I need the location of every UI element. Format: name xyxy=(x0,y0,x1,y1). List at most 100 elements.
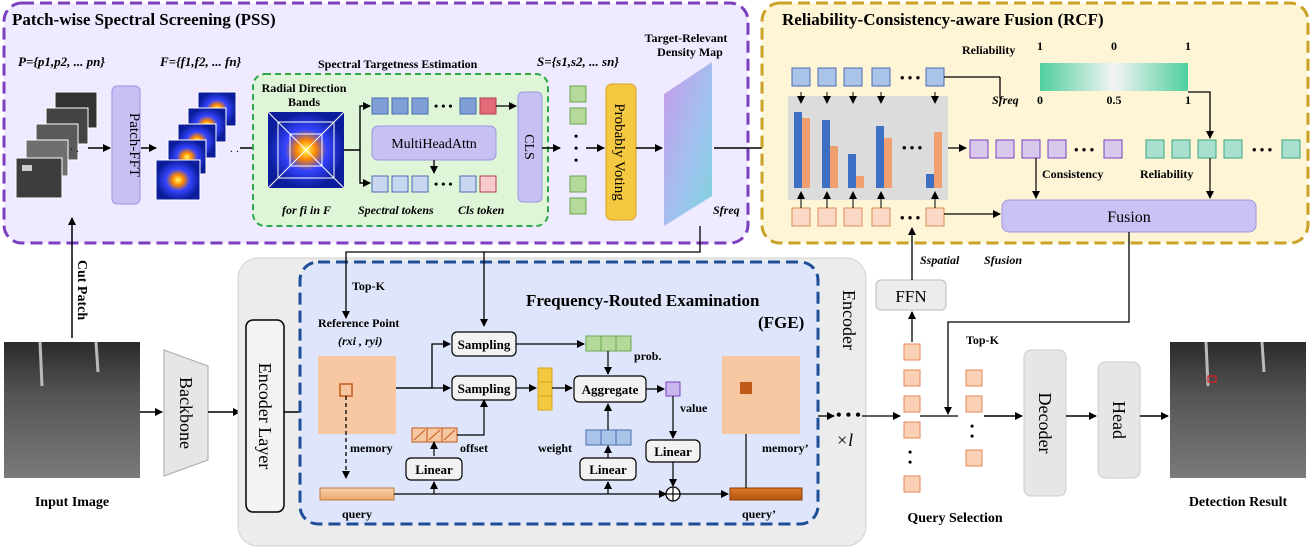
query-label: query xyxy=(342,507,372,521)
sfreq-tick-1: 1 xyxy=(1185,93,1191,107)
encoder-label: Encoder xyxy=(839,290,859,350)
selected-query-tokens: • • xyxy=(965,369,983,467)
repeat-dots: • • • xyxy=(836,407,861,424)
consistency-label: Consistency xyxy=(1042,167,1103,181)
arrow-fusion-to-topk xyxy=(944,232,1130,415)
weight-label: weight xyxy=(538,441,572,455)
attn-tokens-top: • • • xyxy=(371,97,497,115)
aggregate-label: Aggregate xyxy=(582,382,639,397)
cut-patch-label: Cut Patch xyxy=(74,260,89,320)
arrow-bands-to-tokens xyxy=(344,149,371,187)
fge-title: Frequency-Routed Examination xyxy=(526,291,760,310)
spectra-stack xyxy=(155,91,237,201)
rel-tick-1b: 1 xyxy=(1185,39,1191,53)
radial-bands-l1: Radial Direction xyxy=(262,81,347,95)
reliability-tokens: • • • xyxy=(1145,139,1301,159)
detection-box xyxy=(1207,375,1217,383)
f-set-label: F={f1,f2, ... fn} xyxy=(159,54,242,69)
offset-label: offset xyxy=(460,441,488,455)
arrow-pss-to-fge xyxy=(342,226,701,319)
ref-coords-label: (rxi , ryi) xyxy=(338,334,382,348)
svg-text:.: . xyxy=(76,141,79,155)
sfreq-tick-0: 0 xyxy=(1037,93,1043,107)
head-label: Head xyxy=(1109,401,1129,439)
svg-text:•: • xyxy=(908,445,912,459)
svg-text:•: • xyxy=(574,141,578,155)
svg-text:• • •: • • • xyxy=(1252,142,1273,157)
prob-label: prob. xyxy=(634,349,661,363)
p-set-label: P={p1,p2, ... pn} xyxy=(18,54,105,69)
svg-text:•: • xyxy=(970,419,974,433)
rcf-title: Reliability-Consistency-aware Fusion (RC… xyxy=(782,10,1104,29)
image-patches xyxy=(15,91,98,199)
encoder-layer-box xyxy=(245,319,285,513)
sampling-label-2: Sampling xyxy=(458,381,511,396)
value-token xyxy=(665,381,681,397)
cls-token-label: Cls token xyxy=(458,203,505,217)
decoder-box xyxy=(1023,349,1067,497)
topk-main: Top-K xyxy=(966,333,1000,347)
reliability-label-2: Reliability xyxy=(1140,167,1193,181)
prob-tokens xyxy=(585,335,632,352)
decoder-label: Decoder xyxy=(1035,393,1055,454)
s-spatial-label: Sspatial xyxy=(920,253,960,267)
input-image-label: Input Image xyxy=(35,495,109,510)
query-prime-label: query’ xyxy=(742,507,776,521)
ffn-label: FFN xyxy=(895,287,926,306)
linear-label-3: Linear xyxy=(654,444,692,459)
fusion-label: Fusion xyxy=(1107,209,1151,226)
linear-label-2: Linear xyxy=(589,462,627,477)
offset-tokens xyxy=(411,427,458,443)
sfreq-tick-05: 0.5 xyxy=(1107,93,1122,107)
value-label: value xyxy=(680,401,708,415)
s-fusion-label: Sfusion xyxy=(984,253,1022,267)
score-column: • • • xyxy=(569,85,587,215)
encoder-layer-label: Encoder Layer xyxy=(255,363,275,469)
linear-label-1: Linear xyxy=(415,462,453,477)
fge-abbr: (FGE) xyxy=(758,313,804,332)
cls-box xyxy=(517,91,543,203)
ste-title: Spectral Targetness Estimation xyxy=(318,57,478,71)
svg-text:. .: . . xyxy=(230,141,239,155)
detection-result-label: Detection Result xyxy=(1189,495,1288,510)
rel-tick-0: 0 xyxy=(1111,39,1117,53)
svg-text:• • •: • • • xyxy=(434,177,453,191)
consistency-tokens: • • • xyxy=(969,139,1123,159)
query-prime-bar xyxy=(729,487,803,501)
sfreq-label-pss: Sfreq xyxy=(713,203,740,217)
rel-tick-1: 1 xyxy=(1037,39,1043,53)
patch-fft-box xyxy=(111,85,141,205)
svg-text:• • •: • • • xyxy=(434,99,453,113)
memory-box xyxy=(318,356,396,434)
rcf-bar-area xyxy=(788,96,948,200)
reliability-gradient-bar xyxy=(1040,63,1188,91)
backbone-label: Backbone xyxy=(176,377,196,449)
linear-box-1 xyxy=(405,457,463,481)
spectral-tokens-label: Spectral tokens xyxy=(358,203,434,217)
weight-tokens xyxy=(585,429,632,446)
density-map xyxy=(664,62,712,226)
s-set-label: S={s1,s2, ... sn} xyxy=(537,54,619,69)
svg-text:•: • xyxy=(970,429,974,443)
svg-text:• • •: • • • xyxy=(900,70,921,85)
svg-text:• • •: • • • xyxy=(902,140,923,155)
svg-text:•: • xyxy=(908,455,912,469)
query-bar xyxy=(319,487,395,501)
ffn-box xyxy=(875,279,947,311)
svg-text:• • •: • • • xyxy=(1074,142,1095,157)
svg-text:•: • xyxy=(574,153,578,167)
memory-prime-marker xyxy=(740,382,752,394)
sampling-label-1: Sampling xyxy=(458,337,511,352)
linear-box-2 xyxy=(579,457,637,481)
query-selection-label: Query Selection xyxy=(907,511,1002,526)
sampled-values-column xyxy=(537,367,553,411)
rcf-bars: • • • xyxy=(794,112,942,188)
for-fi-label: for fi in F xyxy=(282,203,331,217)
trdm-label-2: Density Map xyxy=(657,45,723,59)
detection-result-image xyxy=(1170,342,1306,478)
encoder-output-tokens: • • xyxy=(903,343,921,493)
reliability-label: Reliability xyxy=(962,43,1015,57)
reference-point-label: Reference Point xyxy=(318,316,399,330)
head-box xyxy=(1097,361,1141,479)
